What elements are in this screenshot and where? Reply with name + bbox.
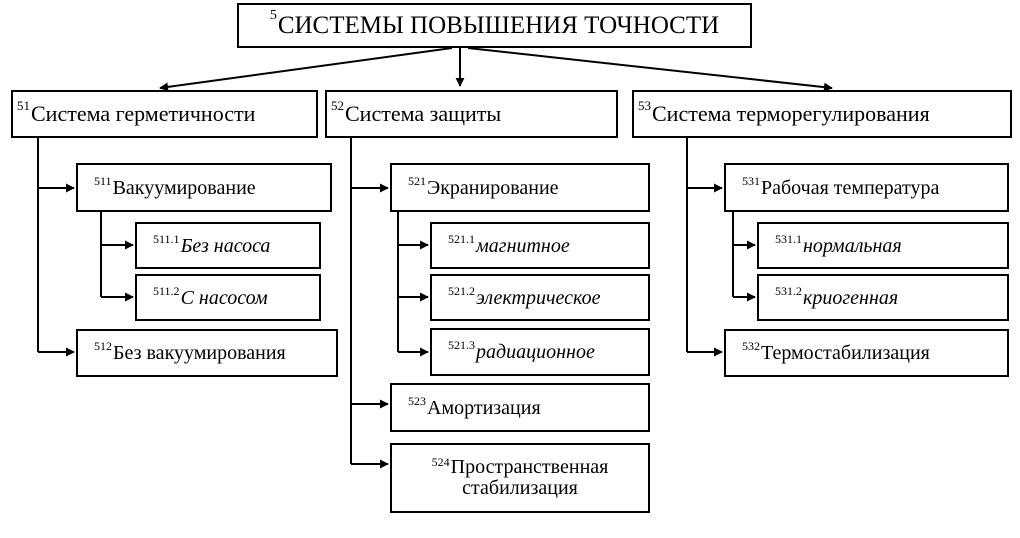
box-511: 511 Вакуумирование bbox=[76, 163, 332, 212]
label-521-2: электрическое bbox=[476, 286, 601, 309]
box-521-1: 521.1 магнитное bbox=[430, 222, 650, 269]
box-531: 531 Рабочая температура bbox=[724, 163, 1009, 212]
box-521: 521 Экранирование bbox=[390, 163, 650, 212]
code-521-2: 521.2 bbox=[448, 283, 475, 298]
code-53: 53 bbox=[638, 97, 651, 113]
code-531-1: 531.1 bbox=[775, 231, 802, 246]
box-52: 52 Система защиты bbox=[325, 90, 618, 138]
label-512: Без вакуумирования bbox=[113, 342, 286, 364]
label-524-line1: Пространственная bbox=[450, 456, 609, 478]
label-531: Рабочая температура bbox=[761, 176, 940, 199]
label-532: Термостабилизация bbox=[761, 342, 930, 364]
label-52: Система защиты bbox=[345, 101, 502, 126]
box-531-2: 531.2 криогенная bbox=[757, 274, 1009, 321]
label-511-1: Без насоса bbox=[180, 234, 271, 257]
label-524-line2: стабилизация bbox=[462, 477, 578, 499]
label-51: Система герметичности bbox=[31, 101, 256, 126]
label-511: Вакуумирование bbox=[112, 176, 256, 199]
arrow-root-to-51 bbox=[159, 47, 453, 92]
box-521-3: 521.3 радиационное bbox=[430, 328, 650, 376]
label-521: Экранирование bbox=[427, 176, 559, 199]
code-521: 521 bbox=[408, 173, 426, 188]
code-523: 523 bbox=[408, 393, 426, 408]
code-524: 524 bbox=[431, 455, 450, 469]
code-521-3: 521.3 bbox=[448, 338, 475, 352]
code-511: 511 bbox=[94, 173, 112, 188]
box-524: 524 Пространственная стабилизация bbox=[390, 443, 650, 513]
label-531-1: нормальная bbox=[803, 234, 902, 257]
label-523: Амортизация bbox=[427, 396, 541, 419]
code-531: 531 bbox=[742, 173, 760, 188]
arrow-root-to-53 bbox=[467, 47, 833, 92]
root-label: СИСТЕМЫ ПОВЫШЕНИЯ ТОЧНОСТИ bbox=[277, 12, 720, 39]
root-box: 5 СИСТЕМЫ ПОВЫШЕНИЯ ТОЧНОСТИ bbox=[237, 3, 752, 48]
code-51: 51 bbox=[17, 97, 30, 113]
box-531-1: 531.1 нормальная bbox=[757, 222, 1009, 269]
box-51: 51 Система герметичности bbox=[11, 90, 318, 138]
code-532: 532 bbox=[742, 339, 760, 353]
code-531-2: 531.2 bbox=[775, 283, 802, 298]
box-511-1: 511.1 Без насоса bbox=[135, 222, 321, 269]
box-532: 532 Термостабилизация bbox=[724, 329, 1009, 377]
code-52: 52 bbox=[331, 97, 344, 113]
code-521-1: 521.1 bbox=[448, 231, 475, 246]
code-511-2: 511.2 bbox=[153, 283, 180, 298]
label-521-3: радиационное bbox=[476, 341, 595, 363]
root-code: 5 bbox=[269, 7, 277, 23]
box-512: 512 Без вакуумирования bbox=[76, 329, 338, 377]
box-53: 53 Система терморегулирования bbox=[632, 90, 1012, 138]
label-521-1: магнитное bbox=[476, 234, 570, 257]
box-523: 523 Амортизация bbox=[390, 383, 650, 432]
box-521-2: 521.2 электрическое bbox=[430, 274, 650, 321]
label-511-2: С насосом bbox=[180, 286, 268, 309]
code-512: 512 bbox=[94, 339, 112, 353]
label-53: Система терморегулирования bbox=[652, 101, 930, 126]
label-531-2: криогенная bbox=[803, 286, 899, 309]
box-511-2: 511.2 С насосом bbox=[135, 274, 321, 321]
code-511-1: 511.1 bbox=[153, 231, 180, 246]
